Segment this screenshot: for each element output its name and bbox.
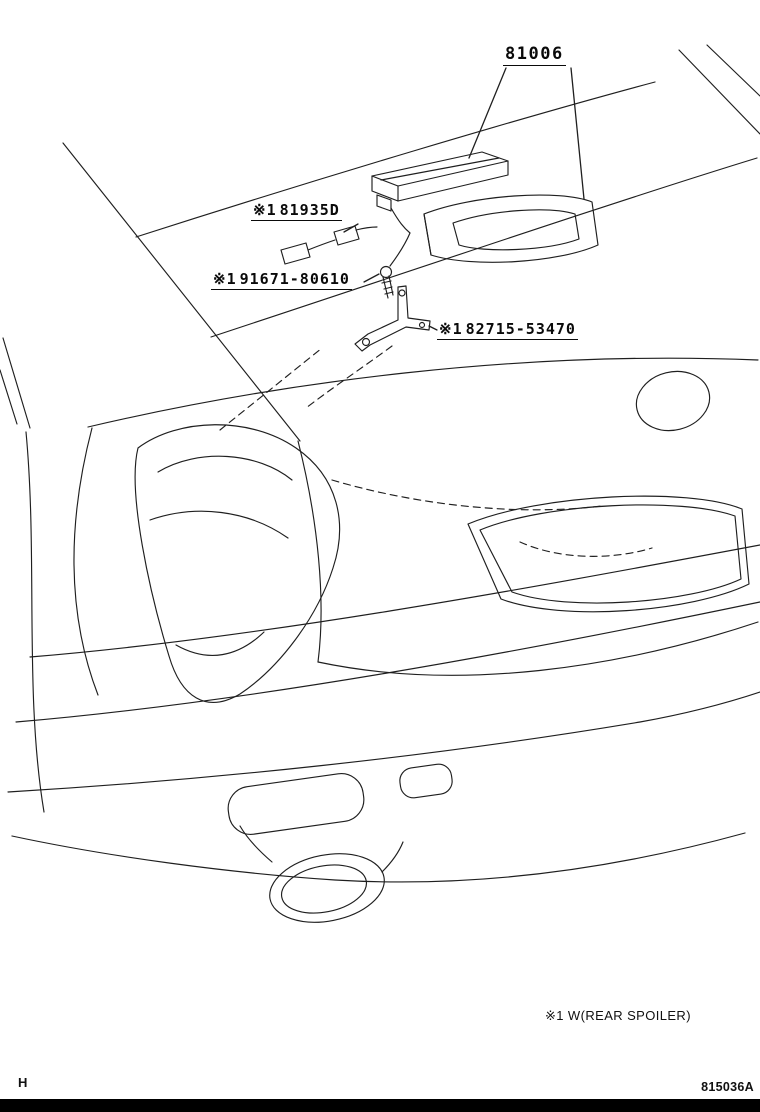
- car-rear-outline: [0, 337, 759, 813]
- part-label-81006: 81006: [503, 44, 566, 66]
- figure-code: 815036A: [701, 1080, 754, 1094]
- page-marker: H: [18, 1075, 28, 1090]
- note-mark: ※1: [253, 201, 277, 219]
- rear-window-pillars: [678, 44, 760, 135]
- hidden-dashed-lines: [219, 345, 653, 557]
- screw-drawing: [379, 265, 394, 299]
- license-plate-recess: [467, 495, 750, 613]
- emblem: [635, 370, 711, 432]
- part-number: 82715-53470: [465, 320, 576, 338]
- bumper-lines: [7, 544, 760, 883]
- footer-bar: [0, 1099, 760, 1112]
- emblem-ellipse: [635, 370, 711, 432]
- tail-lamp: [134, 424, 341, 703]
- right-reflector: [399, 763, 453, 799]
- left-vent: [227, 773, 365, 835]
- spoiler-footnote: ※1 W(REAR SPOILER): [545, 1008, 691, 1023]
- high-mount-stop-lamp-drawing: [371, 151, 509, 267]
- lower-vents: [227, 763, 453, 835]
- part-number: 81935D: [279, 201, 340, 219]
- leader-lines: [343, 67, 585, 331]
- exhaust-pipe: [239, 825, 404, 923]
- part-number: 91671-80610: [239, 270, 350, 288]
- part-number: 81006: [505, 44, 564, 64]
- note-mark: ※1: [439, 320, 463, 338]
- bracket-drawing: [354, 285, 431, 352]
- wire-harness-drawing: [280, 225, 378, 265]
- trim-garnish-drawing: [423, 194, 599, 263]
- note-mark: ※1: [213, 270, 237, 288]
- parcel-shelf: [62, 81, 758, 442]
